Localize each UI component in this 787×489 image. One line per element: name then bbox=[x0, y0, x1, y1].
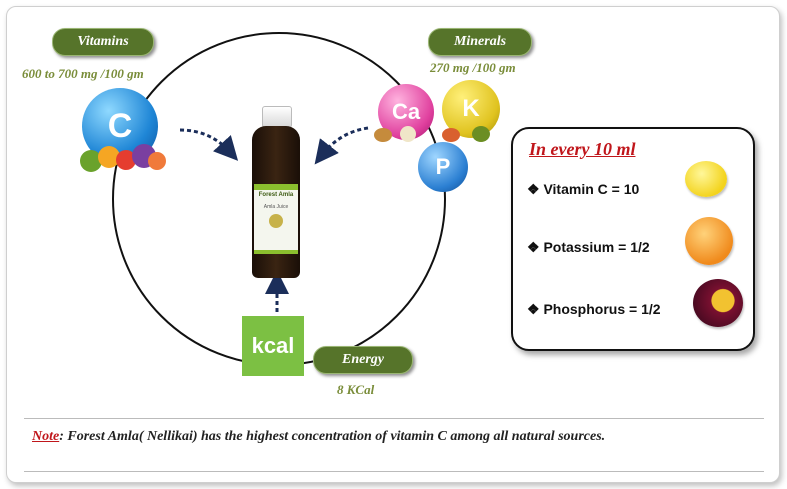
vitamins-amount: 600 to 700 mg /100 gm bbox=[22, 66, 144, 81]
product-bottle: Forest Amla Amla Juice bbox=[248, 106, 304, 282]
nutrition-info-box: In every 10 ml ❖ Vitamin C = 10 ❖ Potass… bbox=[511, 127, 755, 351]
kcal-icon: kcal bbox=[242, 316, 304, 376]
note-text: Note: Forest Amla( Nellikai) has the hig… bbox=[32, 428, 752, 446]
minerals-icon-group: Ca K P bbox=[372, 80, 512, 204]
diamond-bullet-icon: ❖ bbox=[527, 181, 544, 197]
vitamins-label: Vitamins bbox=[77, 34, 129, 49]
apricot-icon bbox=[685, 217, 733, 265]
kcal-text: kcal bbox=[251, 333, 295, 358]
energy-amount: 8 KCal bbox=[337, 382, 375, 397]
bottle-brand: Forest Amla bbox=[258, 192, 294, 198]
info-row-text: Phosphorus = 1/2 bbox=[543, 301, 661, 317]
note-section: Note: Forest Amla( Nellikai) has the hig… bbox=[24, 418, 764, 472]
info-row-vitamin-c: ❖ Vitamin C = 10 bbox=[527, 181, 639, 198]
vitamins-pill: Vitamins bbox=[52, 28, 154, 56]
bottle-cap bbox=[262, 106, 292, 128]
fruit-cluster-icon bbox=[78, 142, 168, 172]
vitamins-arrow bbox=[179, 128, 239, 161]
bottle-subtitle: Amla Juice bbox=[263, 204, 289, 210]
info-row-text: Vitamin C = 10 bbox=[543, 181, 640, 197]
amla-fruit-icon bbox=[269, 214, 283, 228]
bottle-label: Forest Amla Amla Juice bbox=[254, 184, 298, 254]
energy-pill: Energy bbox=[313, 346, 413, 374]
info-row-phosphorus: ❖ Phosphorus = 1/2 bbox=[527, 301, 661, 318]
minerals-arrow bbox=[314, 126, 369, 165]
food-cluster-icon bbox=[372, 124, 502, 144]
lemon-icon bbox=[685, 161, 727, 197]
note-label: Note bbox=[32, 429, 60, 444]
minerals-amount: 270 mg /100 gm bbox=[430, 60, 516, 75]
passion-fruit-icon bbox=[693, 279, 743, 327]
info-row-potassium: ❖ Potassium = 1/2 bbox=[527, 239, 650, 256]
info-box-title: In every 10 ml bbox=[529, 139, 636, 159]
vitamin-c-icon: C bbox=[78, 86, 168, 176]
vitamin-c-letter: C bbox=[107, 107, 133, 145]
potassium-letter: K bbox=[462, 95, 480, 122]
calcium-letter: Ca bbox=[391, 99, 421, 124]
info-row-text: Potassium = 1/2 bbox=[543, 239, 650, 255]
energy-label: Energy bbox=[342, 352, 384, 367]
note-body: : Forest Amla( Nellikai) has the highest… bbox=[59, 429, 606, 444]
minerals-pill: Minerals bbox=[428, 28, 532, 56]
minerals-label: Minerals bbox=[453, 34, 507, 49]
phosphorus-letter: P bbox=[435, 154, 451, 179]
diamond-bullet-icon: ❖ bbox=[527, 239, 544, 255]
diamond-bullet-icon: ❖ bbox=[527, 301, 544, 317]
